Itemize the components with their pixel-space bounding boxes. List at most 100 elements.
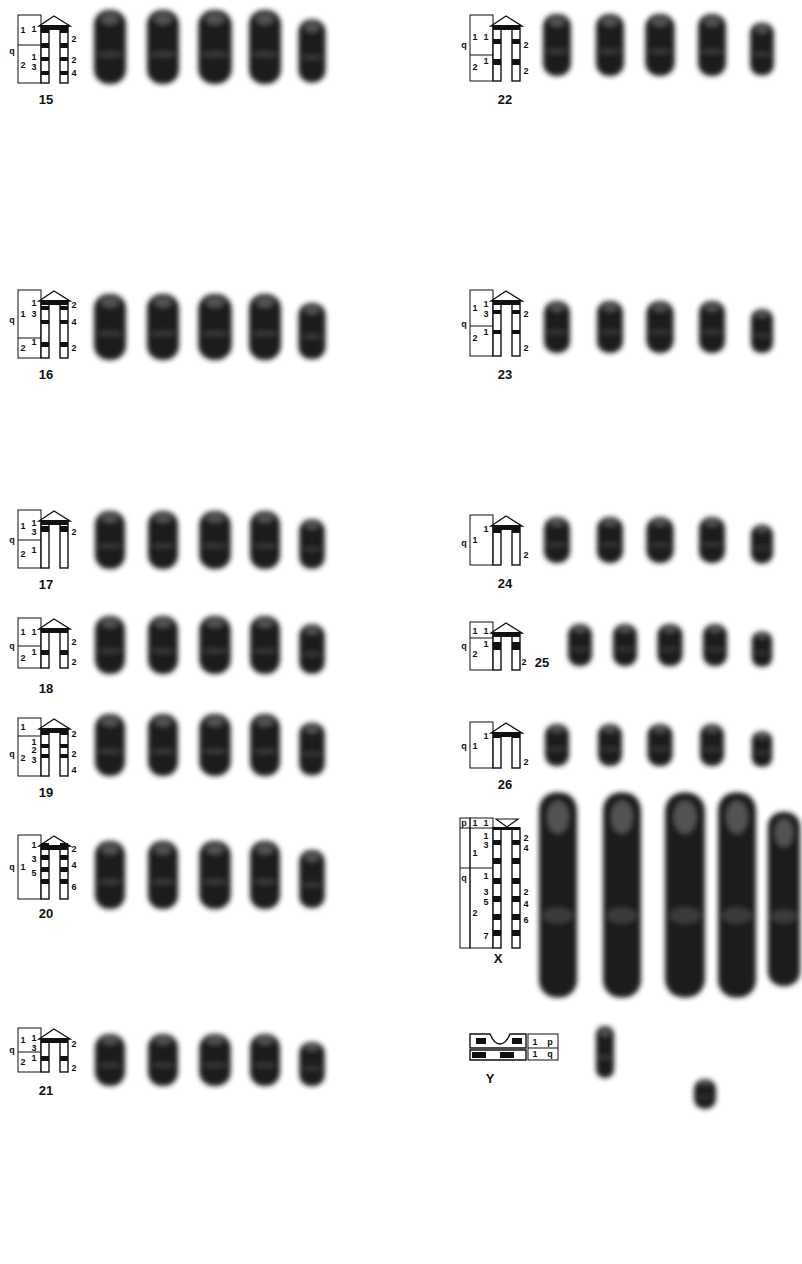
ideogram (18, 718, 70, 776)
band-number: 1 (31, 25, 36, 34)
band-number: 3 (483, 841, 488, 850)
band-number: 2 (20, 1058, 25, 1067)
chromosome-photo (199, 616, 231, 674)
chromosome-number: 26 (498, 778, 512, 791)
chromosome-photo (751, 524, 773, 563)
chromosome-photo (596, 14, 624, 76)
band-number: 3 (31, 756, 36, 765)
band-number: 3 (31, 528, 36, 537)
chromosome-photo (199, 714, 231, 776)
band-number: 2 (472, 650, 477, 659)
chromosome-photo (596, 1026, 614, 1078)
ideogram (18, 835, 70, 899)
band-number: 1 (20, 1036, 25, 1045)
chromosome-number: 22 (498, 93, 512, 106)
chromosome-number: 17 (39, 578, 53, 591)
chromosome-photo (647, 724, 672, 766)
band-number: 2 (20, 61, 25, 70)
chromosome-photo (148, 616, 178, 674)
chromosome-photo (198, 10, 232, 84)
band-number: 2 (523, 834, 528, 843)
chromosome-photo-row (544, 517, 773, 564)
chromosome-photo-row (539, 793, 800, 998)
band-number: 1 (483, 732, 488, 741)
chromosome-photo (147, 10, 179, 84)
chromosome-photo (545, 724, 569, 766)
chromosome-photo (147, 294, 179, 360)
ideogram (18, 618, 70, 668)
band-number: 4 (71, 766, 76, 775)
chromosome-photo (544, 301, 570, 353)
band-number: 1 (20, 522, 25, 531)
band-number: 1 (472, 849, 477, 858)
chromosome-photo (95, 714, 125, 776)
chromosome-photo (199, 511, 231, 569)
chromosome-photo (199, 841, 231, 909)
band-number: 2 (71, 1040, 76, 1049)
band-number: 1 (483, 832, 488, 841)
chromosome-photo (299, 624, 325, 673)
band-number: 4 (71, 861, 76, 870)
band-number: 2 (71, 344, 76, 353)
chromosome-photo-row (543, 14, 774, 76)
chromosome-photo (299, 519, 325, 568)
band-number: 1 (31, 628, 36, 637)
chromosome-photo (299, 850, 325, 908)
band-number: 1 (483, 57, 488, 66)
chromosome-number: 20 (39, 907, 53, 920)
chromosome-photo (657, 624, 682, 666)
chromosome-photo (752, 631, 772, 667)
chromosome-photo (298, 303, 325, 359)
ideogram (18, 15, 70, 83)
chromosome-photo (751, 309, 773, 353)
chromosome-photo (694, 1079, 716, 1109)
band-number: 4 (71, 318, 76, 327)
band-number: 1 (31, 299, 36, 308)
chromosome-number: 21 (39, 1084, 53, 1097)
band-number: 1 (31, 53, 36, 62)
ideogram (470, 622, 522, 670)
band-number: 4 (523, 900, 528, 909)
chromosome-photo-row (95, 511, 325, 569)
band-number: 2 (31, 746, 36, 755)
band-number: p (547, 1038, 553, 1047)
chromosome-photo (95, 1034, 125, 1086)
ideogram (18, 1028, 70, 1072)
band-number: 1 (31, 648, 36, 657)
chromosome-photo (148, 1034, 178, 1086)
ideogram (460, 818, 520, 948)
band-number: 1 (532, 1050, 537, 1059)
band-number: 2 (472, 909, 477, 918)
chromosome-number: 23 (498, 368, 512, 381)
chromosome-photo (94, 10, 126, 84)
band-number: q (461, 320, 467, 329)
chromosome-photo (703, 624, 727, 666)
ideogram (470, 290, 522, 356)
chromosome-photo-row (95, 841, 325, 909)
band-number: 3 (483, 888, 488, 897)
band-number: 1 (483, 872, 488, 881)
chromosome-photo-row (544, 301, 773, 353)
band-number: 4 (523, 844, 528, 853)
chromosome-photo (95, 511, 125, 569)
chromosome-number: Y (486, 1072, 495, 1085)
chromosome-photo (598, 724, 622, 766)
band-number: 1 (483, 627, 488, 636)
chromosome-photo (718, 793, 756, 998)
chromosome-photo-row (95, 616, 325, 674)
chromosome-photo-row (95, 714, 325, 776)
band-number: 2 (71, 845, 76, 854)
band-number: 3 (31, 1044, 36, 1053)
band-number: 2 (523, 67, 528, 76)
chromosome-number: 18 (39, 682, 53, 695)
band-number: 1 (472, 304, 477, 313)
chromosome-photo (597, 301, 623, 353)
band-number: 1 (472, 819, 477, 828)
chromosome-photo (539, 793, 577, 998)
band-number: q (461, 41, 467, 50)
band-number: p (461, 819, 467, 828)
band-number: q (547, 1050, 553, 1059)
band-number: 1 (483, 328, 488, 337)
ideogram (18, 510, 70, 568)
